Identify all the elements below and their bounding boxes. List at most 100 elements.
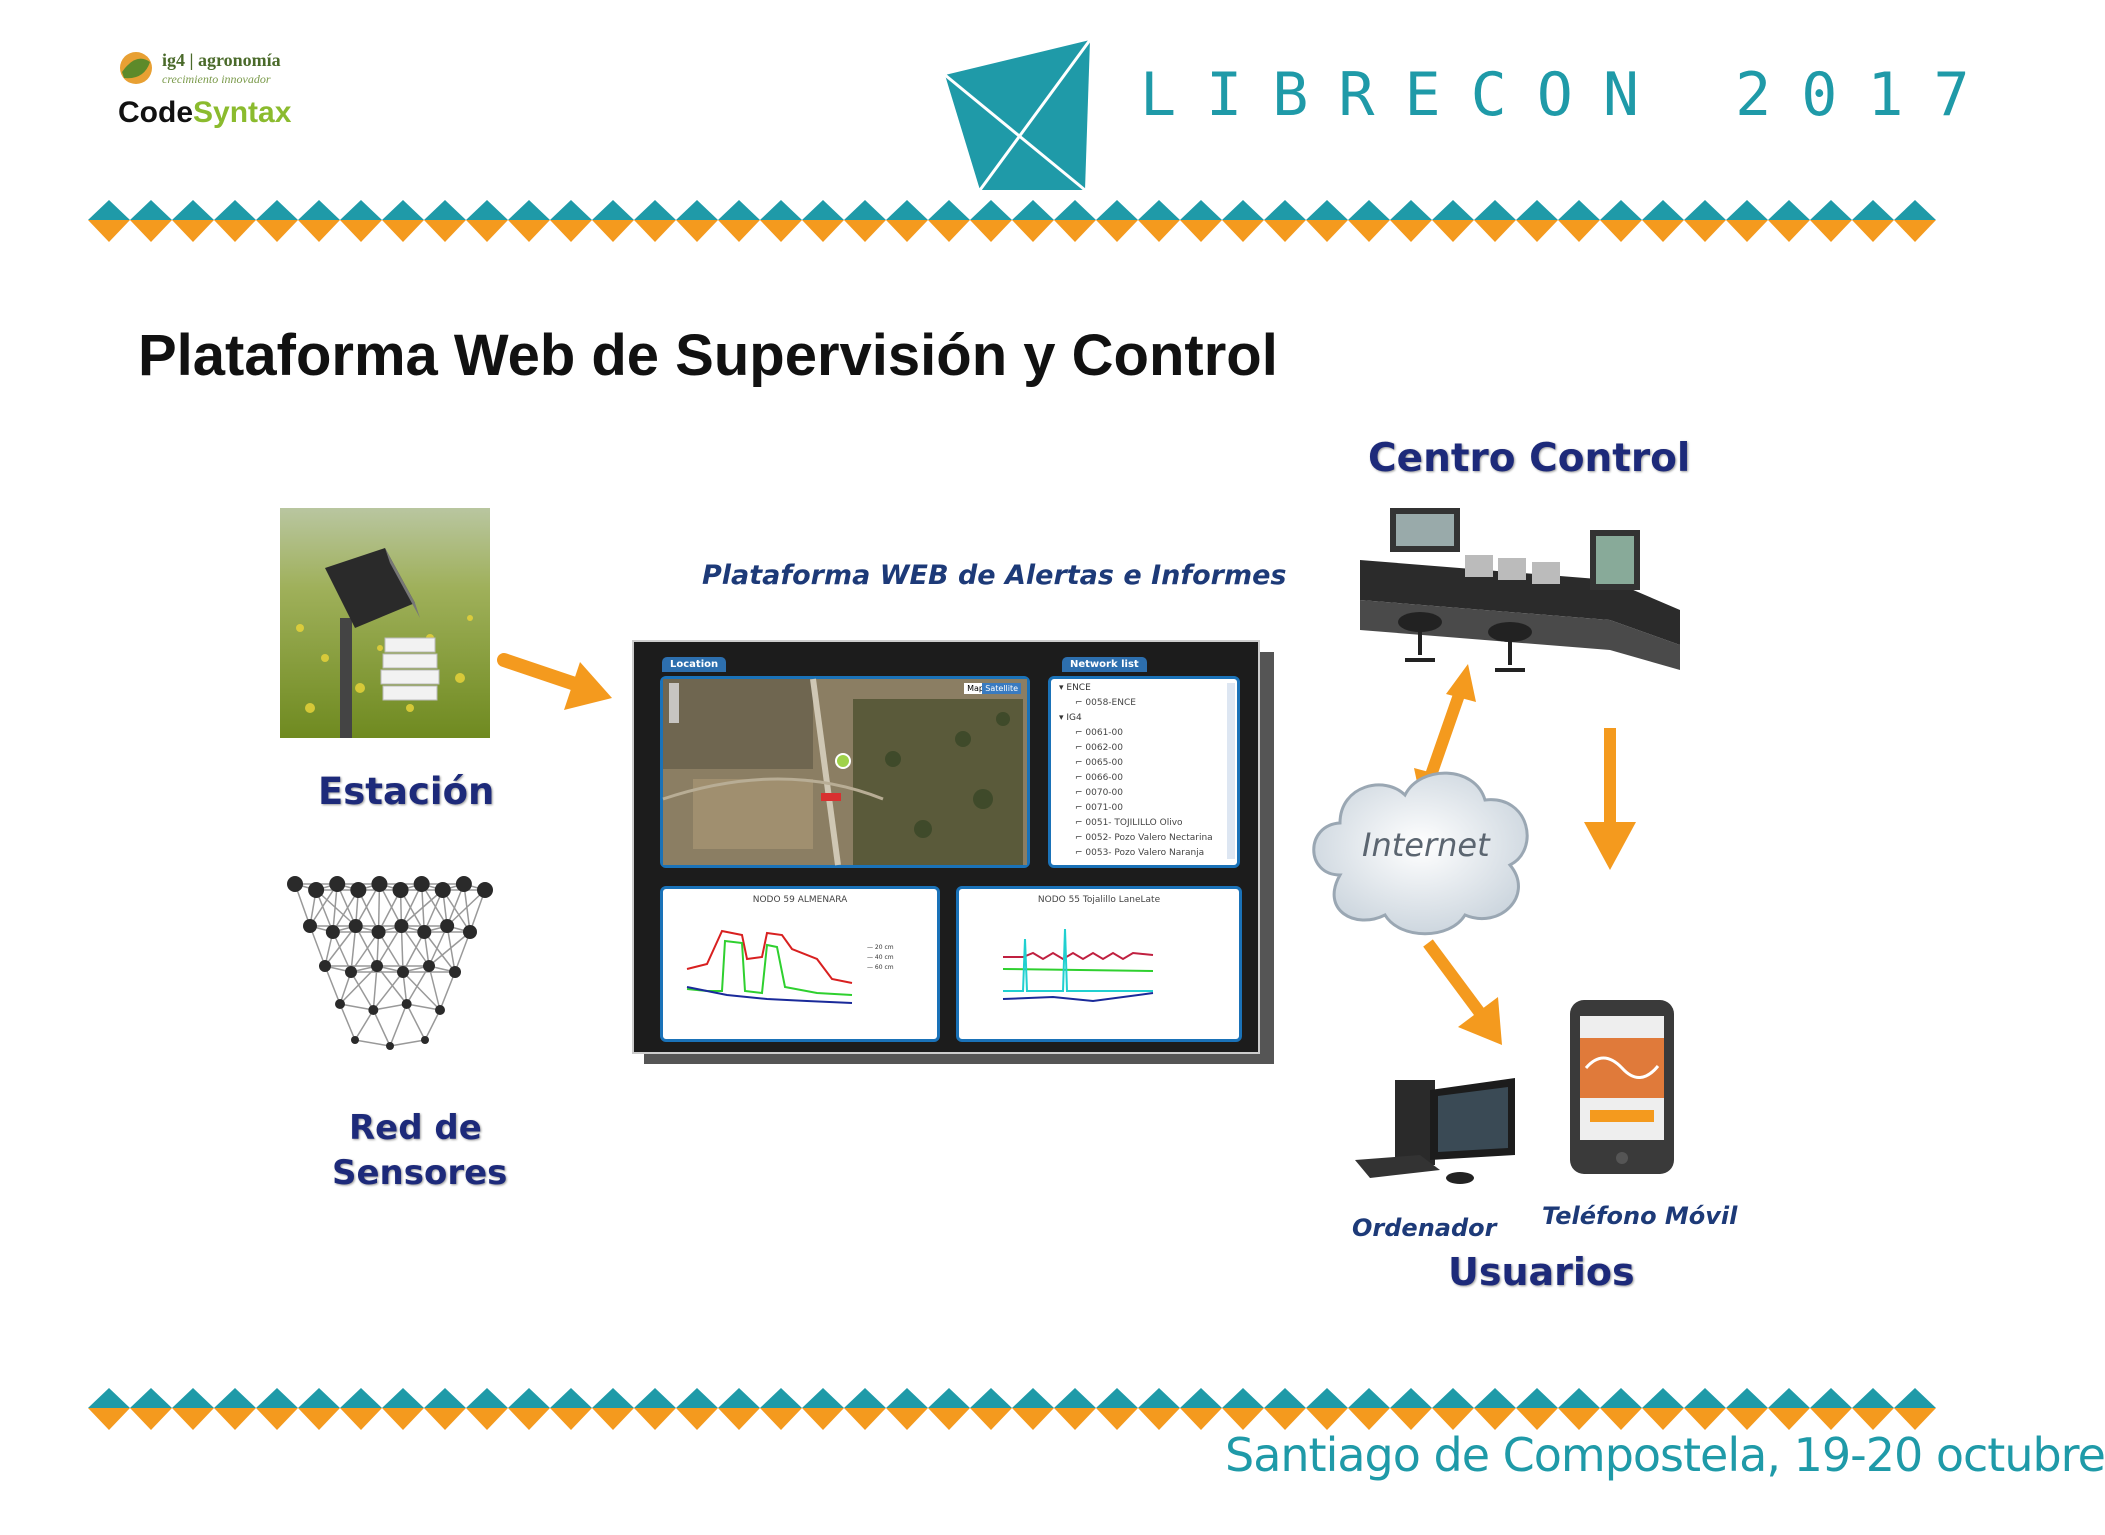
band-triangle-orange	[928, 220, 970, 242]
network-list-item[interactable]: ⌐ 0065-00	[1075, 758, 1124, 768]
sensor-link	[339, 1003, 374, 1011]
band-triangle-teal	[970, 1388, 1012, 1408]
band-triangle-teal	[802, 200, 844, 220]
band-triangle-orange	[886, 1408, 928, 1430]
band-triangle-orange	[214, 1408, 256, 1430]
band-triangle-teal	[718, 200, 760, 220]
band-triangle-teal	[676, 200, 718, 220]
sensor-network-icon	[287, 876, 493, 1050]
map-window[interactable]: Map Satellite	[660, 676, 1030, 868]
band-triangle-teal	[508, 1388, 550, 1408]
band-triangle-teal	[1516, 200, 1558, 220]
band-triangle-teal	[1432, 200, 1474, 220]
sensor-link	[402, 971, 441, 1011]
band-triangle-teal	[1138, 1388, 1180, 1408]
sensor-link	[389, 1003, 408, 1047]
band-triangle-teal	[1306, 1388, 1348, 1408]
band-triangle-teal	[1348, 1388, 1390, 1408]
band-triangle-teal	[1852, 200, 1894, 220]
band-triangle-orange	[424, 1408, 466, 1430]
network-list-item[interactable]: ▾ IG4	[1059, 713, 1082, 723]
band-triangle-teal	[382, 200, 424, 220]
network-list-item[interactable]: ⌐ 0053- Pozo Valero Naranja	[1075, 848, 1205, 858]
band-triangle-orange	[382, 1408, 424, 1430]
network-list-scrollbar[interactable]	[1227, 683, 1235, 859]
bottom-decorative-band	[88, 1388, 1936, 1430]
band-triangle-orange	[1390, 220, 1432, 242]
web-platform-screenshot: Location Map Satellite Network list ▾ EN…	[632, 640, 1260, 1054]
satellite-view-button[interactable]: Satellite	[982, 683, 1021, 694]
chart-window-1[interactable]: NODO 59 ALMENARA — 20 cm— 40 cm— 60 cm	[660, 886, 940, 1042]
band-triangle-teal	[88, 200, 130, 220]
tab-location[interactable]: Location	[662, 654, 727, 672]
band-triangle-orange	[592, 1408, 634, 1430]
sensor-node	[440, 919, 455, 933]
footer-location-date: Santiago de Compostela, 19-20 octubre	[1225, 1428, 2105, 1482]
band-triangle-teal	[1390, 200, 1432, 220]
phone-label: Teléfono Móvil	[1542, 1202, 1738, 1230]
sensor-link	[324, 965, 341, 1005]
band-triangle-orange	[256, 220, 298, 242]
sensor-node	[455, 876, 472, 892]
band-triangle-orange	[1726, 220, 1768, 242]
band-triangle-teal	[1390, 1388, 1432, 1408]
network-list-item[interactable]: ⌐ 0062-00	[1075, 743, 1124, 753]
band-triangle-teal	[844, 1388, 886, 1408]
sensor-node	[350, 882, 367, 898]
band-triangle-teal	[634, 200, 676, 220]
band-triangle-orange	[1012, 1408, 1054, 1430]
band-triangle-teal	[1012, 200, 1054, 220]
sensor-node	[371, 960, 383, 972]
band-triangle-orange	[172, 220, 214, 242]
band-triangle-teal	[1012, 1388, 1054, 1408]
band-triangle-teal	[634, 1388, 676, 1408]
sensor-node	[348, 919, 363, 933]
band-triangle-orange	[634, 220, 676, 242]
band-triangle-orange	[1264, 220, 1306, 242]
band-triangle-orange	[466, 220, 508, 242]
network-list-item[interactable]: ⌐ 0066-00	[1075, 773, 1124, 783]
band-triangle-orange	[1222, 1408, 1264, 1430]
band-triangle-orange	[88, 1408, 130, 1430]
network-list-window[interactable]: ▾ ENCE ⌐ 0058-ENCE ▾ IG4 ⌐ 0061-00 ⌐ 0062-00…	[1048, 676, 1240, 868]
network-list-item[interactable]: ⌐ 0058-ENCE	[1075, 698, 1136, 708]
band-triangle-teal	[1348, 200, 1390, 220]
band-triangle-orange	[676, 220, 718, 242]
network-list-item[interactable]: ⌐ 0052- Pozo Valero Nectarina	[1075, 833, 1213, 843]
band-triangle-teal	[1558, 200, 1600, 220]
band-triangle-orange	[1684, 220, 1726, 242]
network-list-item[interactable]: ⌐ 0051- TOJILILLO Olivo	[1075, 818, 1183, 828]
band-triangle-orange	[1600, 220, 1642, 242]
sensor-link	[350, 925, 357, 973]
band-triangle-teal	[718, 1388, 760, 1408]
network-list-item[interactable]: ⌐ 0070-00	[1075, 788, 1124, 798]
band-triangle-teal	[1180, 1388, 1222, 1408]
tab-location-label: Location	[662, 657, 727, 672]
band-triangle-teal	[424, 200, 466, 220]
network-list-item[interactable]: ⌐ 0071-00	[1075, 803, 1124, 813]
tab-network-list[interactable]: Network list	[1062, 654, 1147, 672]
band-triangle-orange	[1558, 1408, 1600, 1430]
map-view-button[interactable]: Map	[964, 683, 987, 694]
band-triangle-teal	[1768, 200, 1810, 220]
network-list-item[interactable]: ⌐ 0061-00	[1075, 728, 1124, 738]
sensor-link	[424, 1009, 441, 1041]
band-triangle-orange	[130, 220, 172, 242]
satellite-map[interactable]	[662, 678, 1027, 866]
band-triangle-orange	[1894, 1408, 1936, 1430]
sensor-link	[355, 925, 378, 967]
sensor-link	[389, 1039, 426, 1047]
band-triangle-orange	[1180, 220, 1222, 242]
network-list-item[interactable]: ▾ ENCE	[1059, 683, 1091, 693]
chart-window-2[interactable]: NODO 55 Tojalillo LaneLate	[956, 886, 1242, 1042]
band-triangle-orange	[550, 1408, 592, 1430]
band-triangle-teal	[1138, 200, 1180, 220]
band-triangle-orange	[1054, 1408, 1096, 1430]
band-triangle-teal	[970, 200, 1012, 220]
sensor-link	[372, 965, 378, 1011]
sensor-link	[315, 889, 357, 927]
band-triangle-teal	[1558, 1388, 1600, 1408]
sensor-node	[417, 925, 432, 939]
band-triangle-orange	[676, 1408, 718, 1430]
band-triangle-orange	[214, 220, 256, 242]
